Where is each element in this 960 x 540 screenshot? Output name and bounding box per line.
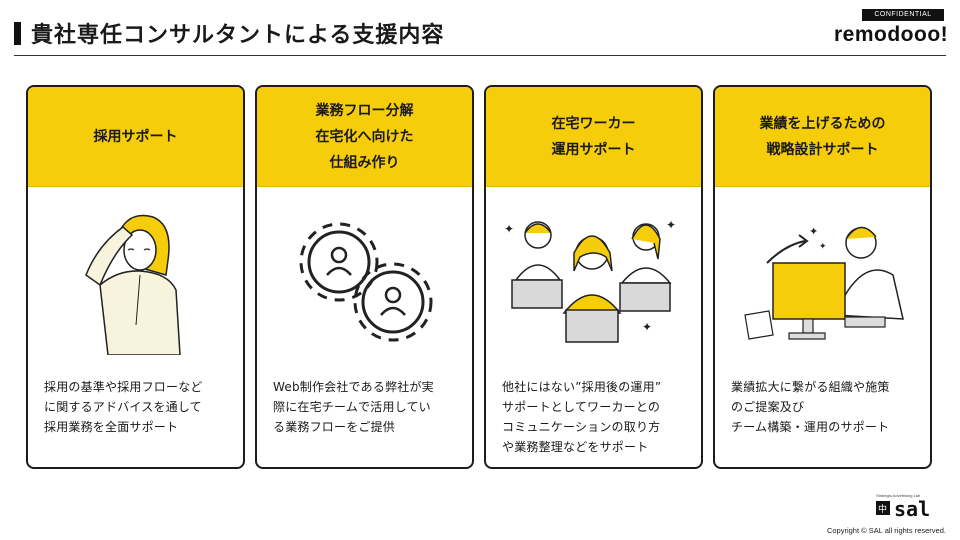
team-illustration: ✦ ✦ ✦ bbox=[486, 205, 701, 355]
sal-logo-caption: Strategic Advertising Lab bbox=[876, 493, 921, 498]
confidential-badge: CONFIDENTIAL bbox=[862, 9, 944, 21]
body-line: 採用の基準や採用フローなど bbox=[44, 380, 203, 394]
man-at-monitor-illustration: ✦ ✦ bbox=[715, 205, 930, 355]
svg-text:✦: ✦ bbox=[819, 242, 827, 252]
body-line: 他社にはない”採用後の運用” bbox=[502, 380, 662, 394]
svg-text:✦: ✦ bbox=[642, 320, 652, 334]
card-heading: 採用サポート bbox=[28, 87, 243, 187]
page-title-bar: 貴社専任コンサルタントによる支援内容 bbox=[14, 18, 444, 48]
woman-thinking-illustration bbox=[28, 205, 243, 356]
card-heading-line: 在宅化へ向けた bbox=[315, 128, 414, 145]
card-body: Web制作会社である弊社が実 際に在宅チームで活用してい る業務フローをご提供 bbox=[273, 377, 462, 437]
body-line: る業務フローをご提供 bbox=[273, 420, 396, 434]
card-strategy-support: 業績を上げるための 戦略設計サポート ✦ ✦ bbox=[713, 85, 932, 469]
body-line: チーム構築・運用のサポート bbox=[731, 420, 890, 434]
body-line: 業績拡大に繋がる組織や施策 bbox=[731, 380, 890, 394]
card-recruiting-support: 採用サポート 採用の基準や採用フローなど に関するアドバイスを通して 採用業務を… bbox=[26, 85, 245, 469]
card-heading: 業務フロー分解 在宅化へ向けた 仕組み作り bbox=[257, 87, 472, 187]
sal-logo-mark: sal bbox=[894, 497, 930, 519]
svg-text:✦: ✦ bbox=[504, 222, 514, 236]
card-workflow-breakdown: 業務フロー分解 在宅化へ向けた 仕組み作り bbox=[255, 85, 474, 469]
title-divider bbox=[14, 55, 946, 56]
svg-text:中: 中 bbox=[878, 503, 887, 515]
card-heading-line: 在宅ワーカー bbox=[551, 115, 636, 132]
card-heading: 在宅ワーカー 運用サポート bbox=[486, 87, 701, 187]
card-heading-line: 運用サポート bbox=[551, 141, 636, 158]
support-cards: 採用サポート 採用の基準や採用フローなど に関するアドバイスを通して 採用業務を… bbox=[26, 85, 935, 469]
remodooo-logo: remodooo! bbox=[834, 23, 949, 46]
brand-block: CONFIDENTIAL remodooo! bbox=[834, 9, 949, 47]
body-line: のご提案及び bbox=[731, 400, 805, 414]
card-heading-line: 業務フロー分解 bbox=[315, 102, 414, 119]
card-heading-line: 仕組み作り bbox=[329, 154, 400, 171]
card-heading-line: 戦略設計サポート bbox=[766, 141, 879, 158]
card-heading-line: 採用サポート bbox=[93, 128, 178, 145]
body-line: コミュニケーションの取り方 bbox=[502, 420, 661, 434]
body-line: Web制作会社である弊社が実 bbox=[273, 380, 434, 394]
sal-logo: Strategic Advertising Lab 中 sal bbox=[872, 491, 942, 521]
title-marker bbox=[14, 21, 21, 45]
card-body: 業績拡大に繋がる組織や施策 のご提案及び チーム構築・運用のサポート bbox=[731, 377, 920, 437]
gears-illustration bbox=[257, 205, 472, 355]
card-body: 他社にはない”採用後の運用” サポートとしてワーカーとの コミュニケーションの取… bbox=[502, 377, 691, 457]
card-remote-worker-support: 在宅ワーカー 運用サポート ✦ bbox=[484, 85, 703, 469]
svg-text:✦: ✦ bbox=[666, 218, 676, 232]
card-heading: 業績を上げるための 戦略設計サポート bbox=[715, 87, 930, 187]
card-body: 採用の基準や採用フローなど に関するアドバイスを通して 採用業務を全面サポート bbox=[44, 377, 233, 437]
svg-text:✦: ✦ bbox=[809, 225, 818, 238]
body-line: に関するアドバイスを通して bbox=[44, 400, 202, 414]
copyright-notice: Copyright © SAL all rights reserved. bbox=[826, 526, 946, 535]
body-line: や業務整理などをサポート bbox=[502, 440, 649, 454]
page-title: 貴社専任コンサルタントによる支援内容 bbox=[31, 23, 445, 48]
card-heading-line: 業績を上げるための bbox=[759, 115, 886, 132]
body-line: サポートとしてワーカーとの bbox=[502, 400, 661, 414]
body-line: 採用業務を全面サポート bbox=[44, 420, 179, 434]
body-line: 際に在宅チームで活用してい bbox=[273, 400, 431, 414]
